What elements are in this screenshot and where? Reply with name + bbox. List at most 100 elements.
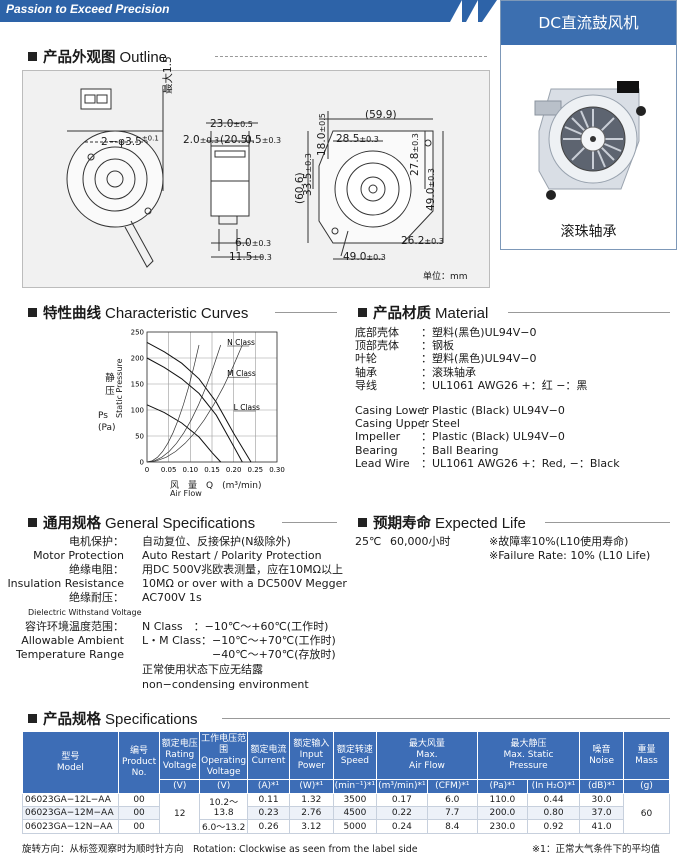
heading-rule [215, 56, 487, 57]
xlabel-cn: 风 量 Q (m³/min) [170, 481, 262, 491]
unit-w: (W)*¹ [288, 779, 334, 794]
material-label: 底部壳体 [355, 326, 399, 339]
table-row: 06023GA−12M−AA 00 0.23 2.76 4500 0.22 7.… [22, 806, 670, 820]
motor-value-en: Auto Restart / Polarity Protection [142, 549, 322, 562]
y-tick-label: 100 [131, 407, 144, 415]
dim-6: 6.0±0.3 [235, 237, 272, 249]
life-block: 25℃ 60,000小时 ※故障率10%(L10使用寿命) ※Failure R… [355, 535, 685, 565]
life-title-en: Expected Life [435, 515, 526, 532]
heading-rule [282, 522, 337, 523]
dim-20-5: (20.5) [220, 134, 252, 146]
material-value: ：塑料(黑色)UL94V−0 [421, 352, 537, 366]
unit-a: (A)*¹ [247, 779, 290, 794]
series-label: M Class [227, 369, 256, 378]
material-value: ：Steel [421, 417, 460, 431]
dim-59-9: (59.9) [365, 109, 397, 121]
ins-label-cn: 绝缘电阻： [69, 563, 124, 576]
material-label: Bearing [355, 443, 398, 457]
material-value: ：钢板 [421, 339, 454, 353]
y-tick-label: 50 [135, 433, 144, 441]
tagline: Passion to Exceed Precision [6, 2, 170, 16]
series-line-1 [146, 357, 243, 463]
x-tick-label: 0.15 [204, 466, 220, 474]
ylabel-cn: 静压 [105, 373, 115, 397]
material-value: ：滚珠轴承 [421, 365, 476, 379]
unit-m3: (m³/min)*¹ [376, 779, 428, 794]
curves-title-cn: 特性曲线 [43, 306, 101, 322]
x-tick-label: 0.25 [248, 466, 264, 474]
impedance-curve [146, 344, 243, 463]
dim-28-5: 28.5±0.3 [336, 133, 379, 145]
unit-label: 单位：mm [423, 272, 468, 282]
material-label: 导线 [355, 378, 377, 392]
unit-v: (V) [159, 779, 201, 794]
material-title-en: Material [435, 305, 489, 322]
unit-pa: (Pa)*¹ [476, 779, 528, 794]
dim-26-2: 26.2±0.3 [401, 235, 444, 247]
bullet-square-icon [28, 714, 37, 723]
material-label: 叶轮 [355, 352, 377, 366]
diel-value: AC700V 1s [142, 591, 202, 604]
dim-49-h: 49.0±0.3 [343, 251, 386, 263]
x-tick-label: 0.20 [226, 466, 242, 474]
note-cn: 正常使用状态下应无结露 [142, 663, 263, 676]
unit-db: (dB)*¹ [579, 779, 624, 794]
x-tick-label: 0.30 [269, 466, 285, 474]
material-label: 轴承 [355, 365, 377, 379]
outline-drawing [66, 88, 444, 268]
temp-lm: L・M Class：−10℃～+70℃(工作时) [142, 634, 336, 647]
product-caption: 滚珠轴承 [560, 224, 617, 240]
series-line-2 [146, 404, 222, 463]
dim-23: 23.0±0.5 [210, 118, 253, 130]
bullet-square-icon [358, 518, 367, 527]
bullet-square-icon [358, 308, 367, 317]
x-tick-label: 0.10 [183, 466, 199, 474]
material-value: ：UL1061 AWG26 +：Red, −：Black [421, 456, 620, 470]
product-card: DC直流鼓风机 滚珠轴承 [500, 0, 677, 250]
bullet-square-icon [28, 52, 37, 61]
material-value: ：UL1061 AWG26 +：红 −：黑 [421, 378, 588, 392]
dim-33-5: 33.5±0.3 [302, 153, 314, 196]
ov-value-top: 10.2～13.8 [199, 793, 249, 820]
unit-v: (V) [199, 779, 249, 794]
dim-2: 2.0±0.3 [183, 134, 220, 146]
note-en: non−condensing environment [142, 678, 309, 691]
blower-image [534, 81, 646, 200]
banner-stripe [482, 0, 497, 22]
general-spec-block: 电机保护： 自动复位、反接保护(N级除外) Motor Protection A… [0, 535, 347, 695]
banner-stripe [450, 0, 462, 22]
material-value: ：Plastic (Black) UL94V−0 [421, 404, 565, 417]
general-title-en: General Specifications [105, 515, 256, 532]
life-fail-cn: ※故障率10%(L10使用寿命) [489, 535, 629, 548]
ins-value-en: 10MΩ or over with a DC500V Megger [142, 577, 347, 590]
motor-label-en: Motor Protection [33, 549, 124, 562]
dim-18: 18.0±0.5 [316, 113, 328, 156]
temp-n: N Class ：−10℃～+60℃(工作时) [142, 620, 329, 633]
mass-value: 60 [622, 793, 671, 834]
impedance-curve [146, 344, 222, 463]
motor-label-cn: 电机保护： [69, 535, 124, 548]
outline-drawing-panel: 最大1.5 2－φ3.5±0.1 23.0±0.5 2.0±0.3 (20.5)… [22, 56, 490, 288]
outline-title-en: Outline [119, 49, 168, 66]
life-fail-en: ※Failure Rate: 10% (L10 Life) [489, 549, 651, 562]
specs-title-en: Specifications [105, 711, 198, 728]
x-tick-label: 0.05 [161, 466, 177, 474]
material-label: 顶部壳体 [355, 339, 399, 353]
material-label: Lead Wire [355, 456, 410, 470]
xlabel-en: Air Flow [170, 489, 202, 498]
bullet-square-icon [28, 518, 37, 527]
banner-stripe [466, 0, 478, 22]
curves-title-en: Characteristic Curves [105, 305, 249, 322]
